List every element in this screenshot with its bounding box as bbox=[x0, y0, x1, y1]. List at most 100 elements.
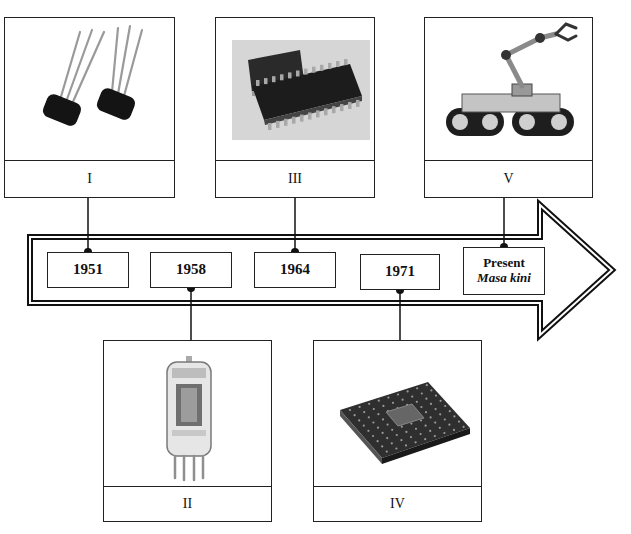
vacuum-tube-picture bbox=[167, 356, 211, 480]
era-panel: II bbox=[103, 340, 272, 522]
ic-pin bbox=[272, 76, 276, 82]
ic-pin bbox=[340, 104, 344, 111]
cpu-pin bbox=[430, 389, 432, 391]
label-cell: V bbox=[425, 160, 592, 197]
cpu-pin bbox=[386, 451, 388, 453]
cpu-pin bbox=[368, 403, 370, 405]
cpu-pin bbox=[387, 424, 389, 426]
cpu-pin bbox=[391, 442, 393, 444]
cpu-pin bbox=[439, 413, 441, 415]
ic-pin bbox=[288, 72, 292, 78]
cpu-pin bbox=[448, 424, 450, 426]
era-panel: V bbox=[424, 17, 593, 198]
cpu-pin bbox=[401, 426, 403, 428]
cpu-pin bbox=[420, 406, 422, 408]
cpu-pin bbox=[430, 403, 432, 405]
ic-pin bbox=[280, 74, 284, 80]
ic-pin bbox=[276, 121, 280, 128]
cpu-pin bbox=[416, 401, 418, 403]
ic-pin bbox=[348, 102, 352, 109]
year-box: 1971 bbox=[360, 254, 440, 290]
cpu-pin bbox=[387, 397, 389, 399]
cpu-pin bbox=[400, 439, 402, 441]
cpu-pin bbox=[425, 398, 427, 400]
year-label: 1964 bbox=[280, 261, 310, 278]
cpu-pin bbox=[405, 444, 407, 446]
cpu-pin bbox=[416, 387, 418, 389]
year-label: 1951 bbox=[73, 261, 103, 278]
year-label: 1958 bbox=[176, 261, 206, 278]
era-panel: IV bbox=[313, 340, 482, 522]
cpu-pin bbox=[405, 431, 407, 433]
cpu-pin bbox=[349, 409, 351, 411]
cpu-pin bbox=[382, 418, 384, 420]
cpu-pin bbox=[363, 425, 365, 427]
ic-pin bbox=[308, 113, 312, 120]
robot-picture bbox=[446, 24, 576, 136]
era-panel: I bbox=[4, 17, 175, 198]
timeline-connector bbox=[190, 288, 192, 340]
cpu-pin bbox=[453, 415, 455, 417]
ic-pin bbox=[332, 106, 336, 113]
cpu-pin bbox=[407, 390, 409, 392]
cpu-pin bbox=[425, 411, 427, 413]
cpu-pin bbox=[382, 432, 384, 434]
panel-label: V bbox=[503, 171, 513, 187]
timeline-connector bbox=[87, 198, 89, 252]
label-cell: II bbox=[104, 486, 271, 521]
cpu-pin bbox=[415, 441, 417, 443]
ic-pin bbox=[316, 110, 320, 117]
ic-pin bbox=[312, 67, 316, 73]
cpu-pin bbox=[410, 423, 412, 425]
ic-picture bbox=[232, 40, 370, 140]
label-cell: III bbox=[216, 160, 374, 197]
cpu-pin bbox=[430, 416, 432, 418]
cpu-pin bbox=[444, 405, 446, 407]
cpu-pin bbox=[392, 402, 394, 404]
ic-pin bbox=[336, 61, 340, 67]
year-label: Present bbox=[483, 256, 525, 271]
timeline-arrow bbox=[30, 205, 612, 335]
cpu-pin bbox=[440, 400, 442, 402]
cpu-pin bbox=[435, 395, 437, 397]
ic-pin bbox=[320, 65, 324, 71]
cpu-pin bbox=[386, 437, 388, 439]
cpu-pin bbox=[402, 399, 404, 401]
cpu-pin bbox=[354, 414, 356, 416]
cpu-pin bbox=[415, 428, 417, 430]
cpu-pin bbox=[434, 435, 436, 437]
transistor-picture bbox=[41, 26, 142, 128]
cpu-pin bbox=[435, 408, 437, 410]
timeline-arrow-inner bbox=[30, 205, 612, 335]
ic-pin bbox=[296, 71, 300, 77]
cpu-pin bbox=[397, 393, 399, 395]
cpu-pin bbox=[424, 438, 426, 440]
cpu-pin bbox=[444, 418, 446, 420]
cpu-pin bbox=[463, 426, 465, 428]
timeline-connector bbox=[399, 290, 401, 340]
cpu-pin bbox=[372, 435, 374, 437]
year-label: 1971 bbox=[385, 263, 415, 280]
cpu-pin bbox=[368, 416, 370, 418]
cpu-pin bbox=[377, 440, 379, 442]
year-box: PresentMasa kini bbox=[463, 247, 545, 295]
cpu-pin bbox=[421, 392, 423, 394]
era-panel: III bbox=[215, 17, 375, 198]
cpu-pin bbox=[367, 430, 369, 432]
cpu-pin bbox=[429, 430, 431, 432]
cpu-pin bbox=[420, 419, 422, 421]
cpu-pin bbox=[411, 396, 413, 398]
ic-pin bbox=[328, 63, 332, 69]
cpu-pin bbox=[396, 434, 398, 436]
ic-pin bbox=[304, 69, 308, 75]
year-label: Masa kini bbox=[477, 271, 531, 286]
ic-pin bbox=[256, 80, 260, 86]
cpu-pin bbox=[377, 427, 379, 429]
label-cell: IV bbox=[314, 486, 481, 521]
cpu-pin bbox=[381, 445, 383, 447]
cpu-pin bbox=[391, 429, 393, 431]
ic-pin bbox=[356, 100, 360, 107]
year-box: 1964 bbox=[254, 252, 336, 288]
ic-pin bbox=[324, 108, 328, 115]
panel-label: IV bbox=[390, 496, 405, 512]
